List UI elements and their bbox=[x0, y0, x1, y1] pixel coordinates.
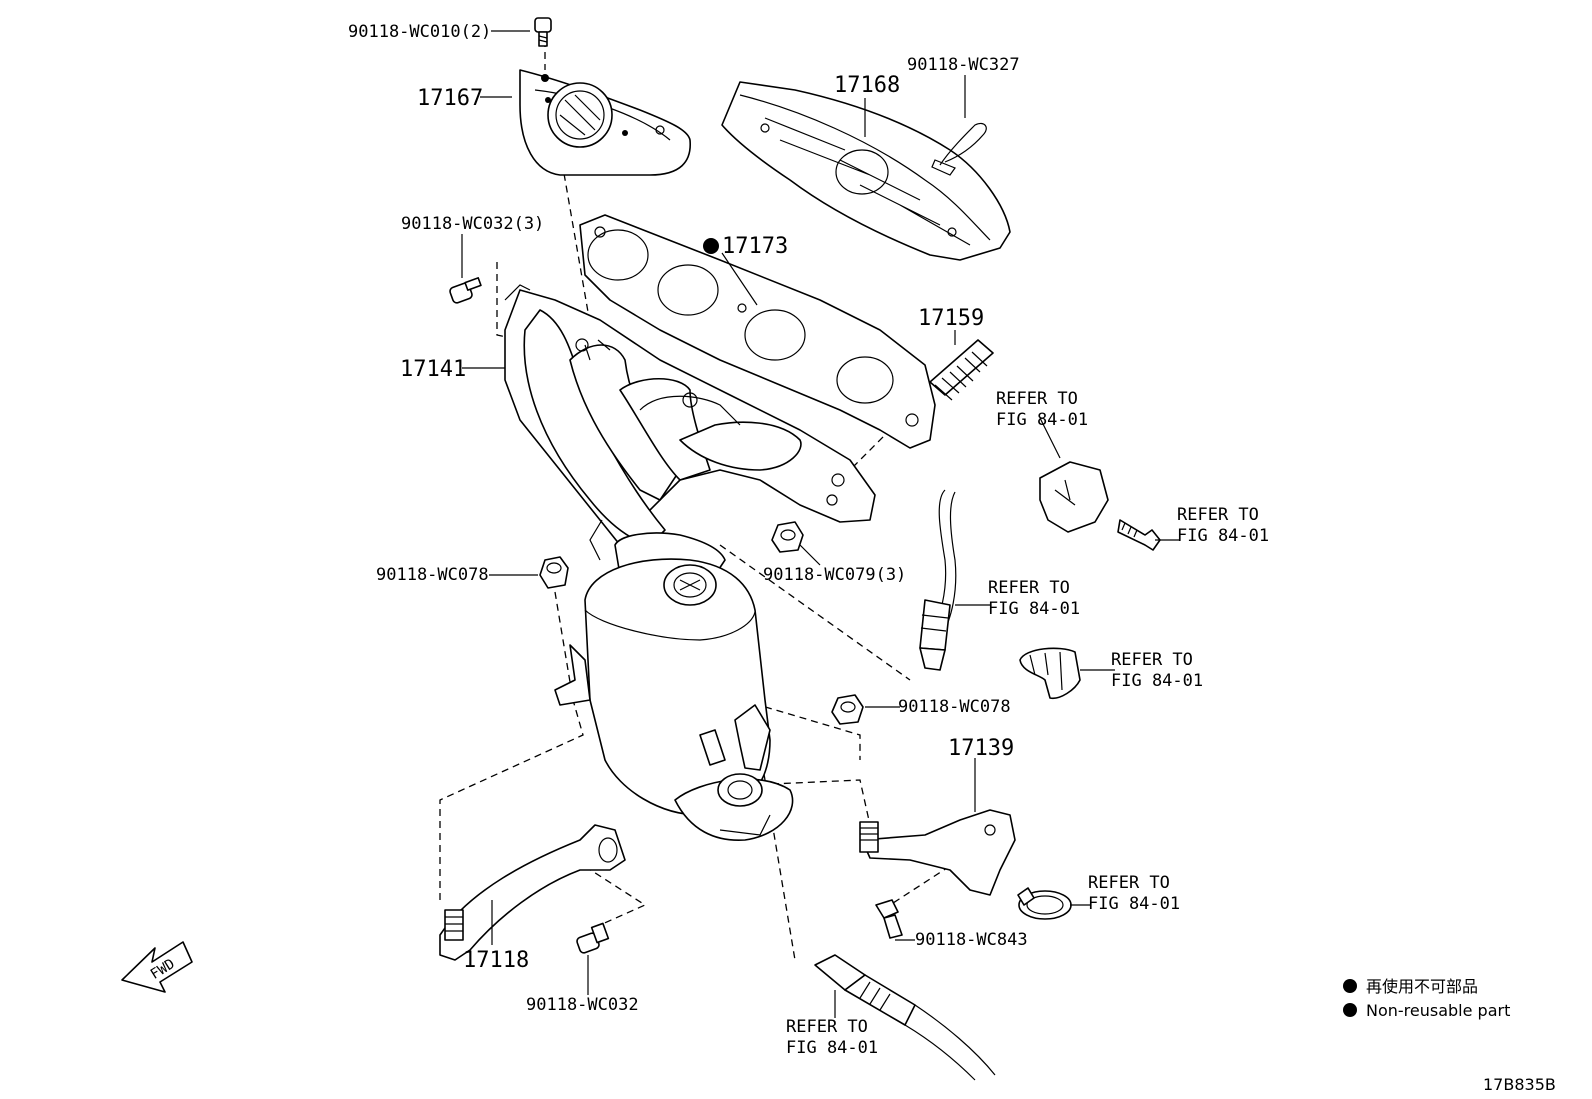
label-clip-327: 90118-WC327 bbox=[907, 55, 1020, 75]
bracket-17118 bbox=[439, 824, 626, 961]
refer-labels: REFER TO FIG 84-01 REFER TO FIG 84-01 RE… bbox=[786, 389, 1269, 1058]
legend-dot-icon bbox=[1343, 979, 1357, 993]
legend-en: Non-reusable part bbox=[1366, 1001, 1510, 1020]
label-17168: 17168 bbox=[834, 73, 900, 98]
sensor-cover bbox=[1039, 461, 1109, 533]
label-17141: 17141 bbox=[400, 357, 466, 382]
refer-1-line1: REFER TO bbox=[996, 389, 1078, 409]
exhaust-manifold-17141 bbox=[504, 284, 876, 841]
refer-3-line1: REFER TO bbox=[988, 578, 1070, 598]
manifold-gasket-17173 bbox=[579, 214, 936, 449]
label-17118: 17118 bbox=[463, 948, 529, 973]
label-bolt-top: 90118-WC010(2) bbox=[348, 22, 491, 42]
bracket-17139 bbox=[859, 809, 1016, 896]
label-bolt-843: 90118-WC843 bbox=[915, 930, 1028, 950]
legend-dot-icon bbox=[1343, 1003, 1357, 1017]
oxygen-sensor-upper bbox=[919, 489, 957, 671]
wire-clamp-middle bbox=[1019, 647, 1081, 700]
bolt-wc843 bbox=[875, 899, 903, 939]
label-nut-078-right: 90118-WC078 bbox=[898, 697, 1011, 717]
nut-wc079 bbox=[771, 521, 804, 553]
refer-2-line2: FIG 84-01 bbox=[1177, 526, 1269, 546]
hose-clamp-lower bbox=[1017, 887, 1072, 920]
label-bolt-032-3: 90118-WC032(3) bbox=[401, 214, 544, 234]
heat-insulator-17167 bbox=[519, 69, 691, 176]
part-labels: 90118-WC010(2) 17167 17168 90118-WC327 9… bbox=[348, 22, 1556, 1094]
refer-1-line2: FIG 84-01 bbox=[996, 410, 1088, 430]
leader-lines bbox=[461, 30, 1180, 1018]
refer-6-line1: REFER TO bbox=[786, 1017, 868, 1037]
legend: 再使用不可部品 Non-reusable part bbox=[1343, 977, 1510, 1020]
label-nut-078-left: 90118-WC078 bbox=[376, 565, 489, 585]
bolt-wc032 bbox=[576, 922, 610, 954]
heat-insulator-17168 bbox=[721, 81, 1011, 261]
refer-5-line2: FIG 84-01 bbox=[1088, 894, 1180, 914]
nut-wc078-right bbox=[831, 694, 864, 725]
nut-wc078-left bbox=[539, 556, 569, 589]
assembly-dashed-lines bbox=[439, 40, 991, 961]
fwd-arrow-icon: FWD bbox=[121, 941, 193, 993]
refer-2-line1: REFER TO bbox=[1177, 505, 1259, 525]
label-bolt-032: 90118-WC032 bbox=[526, 995, 639, 1015]
sensor-cover-bolt bbox=[1117, 519, 1161, 551]
legend-jp: 再使用不可部品 bbox=[1366, 977, 1478, 996]
refer-4-line1: REFER TO bbox=[1111, 650, 1193, 670]
oxygen-sensor-lower bbox=[814, 954, 996, 1081]
refer-3-line2: FIG 84-01 bbox=[988, 599, 1080, 619]
bolt-wc032-3 bbox=[449, 277, 482, 304]
diagram-id: 17B835B bbox=[1483, 1075, 1556, 1094]
stud-17159 bbox=[929, 339, 994, 401]
label-nut-079-3: 90118-WC079(3) bbox=[763, 565, 906, 585]
refer-6-line2: FIG 84-01 bbox=[786, 1038, 878, 1058]
refer-4-line2: FIG 84-01 bbox=[1111, 671, 1203, 691]
bolt-wc010 bbox=[534, 17, 552, 47]
label-17159: 17159 bbox=[918, 306, 984, 331]
non-reusable-marker-icon bbox=[703, 238, 719, 254]
clip-wc327 bbox=[931, 122, 987, 176]
refer-5-line1: REFER TO bbox=[1088, 873, 1170, 893]
label-17139: 17139 bbox=[948, 736, 1014, 761]
label-17167: 17167 bbox=[417, 86, 483, 111]
label-17173: 17173 bbox=[722, 234, 788, 259]
